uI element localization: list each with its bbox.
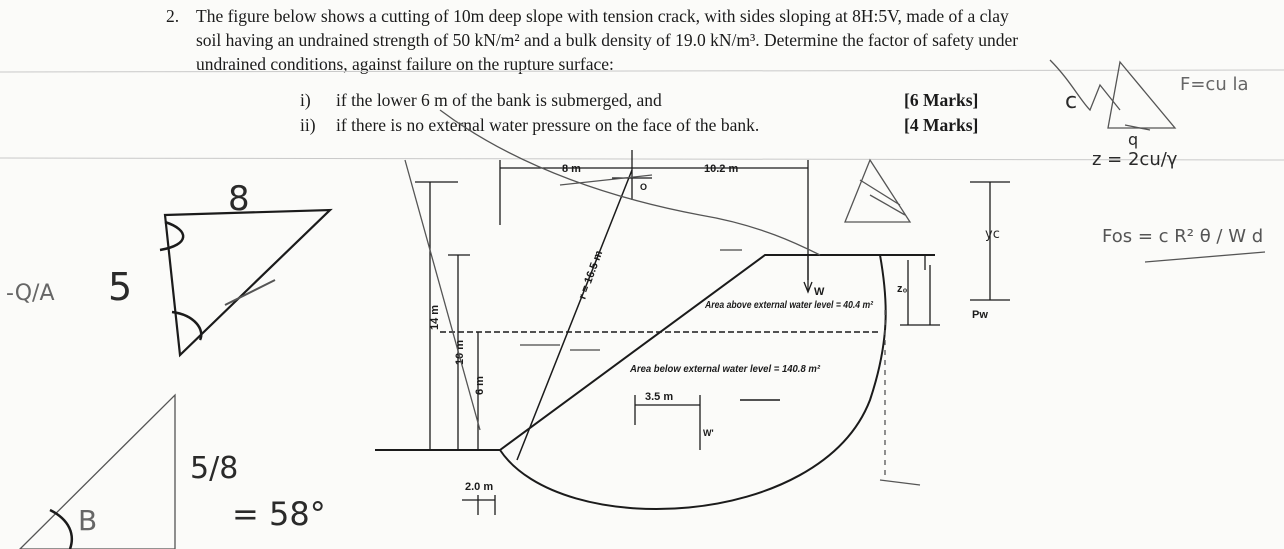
dim-14: 14 m xyxy=(429,305,441,330)
hand-frac-left: -Q/A xyxy=(6,281,55,306)
area-below-label: Area below external water level = 140.8 … xyxy=(629,364,821,375)
hand-B: B xyxy=(78,504,97,537)
dimension-lines xyxy=(415,150,1010,515)
zo-label: z₀ xyxy=(897,283,908,295)
radius-label: r = 16.5 m xyxy=(577,249,606,301)
dim-6: 6 m xyxy=(474,376,486,395)
weight-below-label: W' xyxy=(703,428,714,438)
hand-z-formula: z = 2cu/γ xyxy=(1092,149,1178,170)
question-line-2: soil having an undrained strength of 50 … xyxy=(196,30,1019,50)
hand-q: q xyxy=(1128,130,1138,149)
hand-fos-formula: Fos = c R² θ / W d xyxy=(1102,226,1263,247)
ruled-lines xyxy=(0,69,1284,161)
rupture-surface xyxy=(499,254,887,511)
marks-part-ii: [4 Marks] xyxy=(904,115,979,135)
weight-label: W xyxy=(814,286,825,298)
hand-f-formula: F=cu la xyxy=(1180,74,1249,95)
pw-label: Pw xyxy=(972,309,988,321)
question-part-ii: ii)if there is no external water pressur… xyxy=(300,113,1000,138)
pencil-sketches xyxy=(19,59,1266,549)
dim-3-5: 3.5 m xyxy=(645,391,673,403)
radius-line xyxy=(516,169,633,461)
question-line-1: 2.The figure below shows a cutting of 10… xyxy=(166,6,1009,26)
hand-8: 8 xyxy=(228,179,250,219)
marks-part-i: [6 Marks] xyxy=(904,90,979,110)
hand-5: 5 xyxy=(108,265,132,309)
question-text: 2.The figure below shows a cutting of 10… xyxy=(166,4,1256,76)
ground-profile xyxy=(375,254,935,451)
yc-label: yc xyxy=(985,227,1000,242)
hand-c: c xyxy=(1065,89,1077,114)
question-part-i: i)if the lower 6 m of the bank is submer… xyxy=(300,88,1000,113)
dim-top-right: 10.2 m xyxy=(704,163,738,175)
hand-frac-5-8: 5/8 xyxy=(190,451,238,486)
dim-2-0: 2.0 m xyxy=(465,481,493,493)
water-marks xyxy=(520,249,742,351)
question-parts: i)if the lower 6 m of the bank is submer… xyxy=(300,88,1000,138)
center-label: O xyxy=(640,182,647,192)
question-line-3: undrained conditions, against failure on… xyxy=(196,54,614,74)
dim-top-left: 8 m xyxy=(562,163,581,175)
question-number: 2. xyxy=(166,6,180,26)
area-above-label: Area above external water level = 40.4 m… xyxy=(704,300,873,311)
hand-angle: = 58° xyxy=(232,495,326,533)
